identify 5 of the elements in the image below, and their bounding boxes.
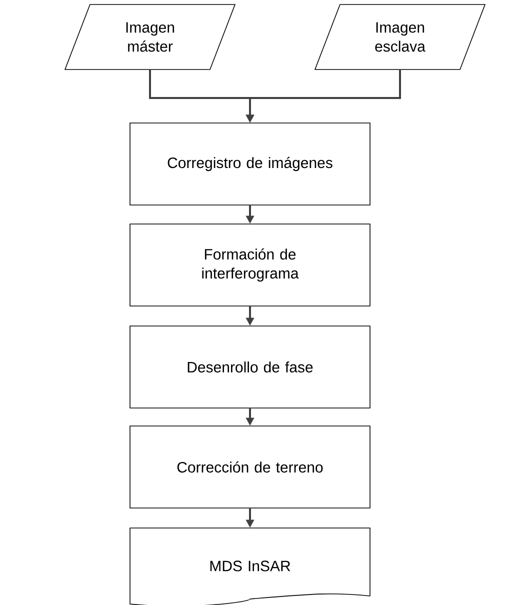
process-box: Formación de interferograma [130,224,370,306]
process-box: Desenrollo de fase [130,326,370,408]
process-box: Corrección de terreno [130,426,370,508]
process-box: Corregistro de imágenes [130,122,370,206]
document-shape: MDS InSAR [130,528,370,605]
